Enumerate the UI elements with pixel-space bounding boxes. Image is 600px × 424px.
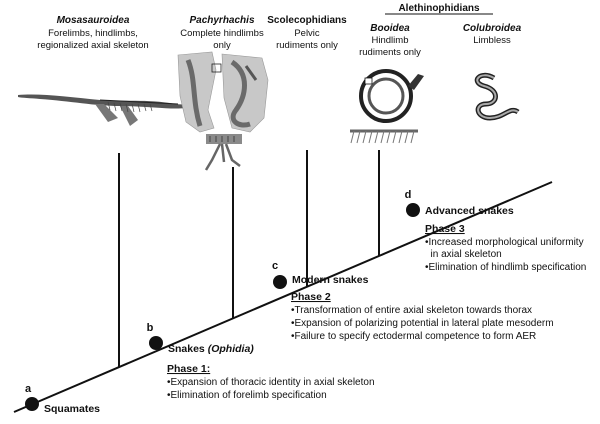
- taxon-name-mosasauroidea: Mosasauroidea: [57, 15, 130, 26]
- colubroidea-snake-illustration: [474, 72, 520, 121]
- pachyrhachis-fossil-illustration: [177, 51, 269, 171]
- group-label-alethinophidians: Alethinophidians: [398, 3, 480, 14]
- taxon-desc-mosasauroidea-2: regionalized axial skeleton: [37, 40, 148, 51]
- node-a-letter: a: [25, 383, 32, 395]
- phase-3-title: Phase 3: [425, 223, 465, 235]
- mosasaur-skeleton-illustration: [18, 94, 186, 126]
- phase-2-item: •Expansion of polarizing potential in la…: [291, 318, 554, 329]
- main-trunk-line: [13, 181, 553, 413]
- node-b-name: Snakes (Ophidia): [168, 343, 254, 355]
- node-a-dot: [25, 397, 39, 411]
- phase-3-item: in axial skeleton: [425, 249, 502, 260]
- taxon-desc-booidea-2: rudiments only: [359, 47, 421, 58]
- node-c-name: Modern snakes: [292, 274, 369, 286]
- node-b-name-main: Snakes: [168, 343, 205, 355]
- taxon-desc-scolecophidians-2: rudiments only: [276, 40, 338, 51]
- node-d-dot: [406, 203, 420, 217]
- node-c-letter: c: [272, 260, 278, 272]
- phase-1-item: •Expansion of thoracic identity in axial…: [167, 377, 375, 388]
- phase-1-item: •Elimination of forelimb specification: [167, 390, 327, 401]
- phase-2-item: •Failure to specify ectodermal competenc…: [291, 331, 536, 342]
- node-a-name: Squamates: [44, 403, 100, 415]
- node-b-name-extra: (Ophidia): [208, 343, 255, 355]
- taxon-desc-pachyrhachis-2: only: [213, 40, 231, 51]
- taxon-desc-mosasauroidea-1: Forelimbs, hindlimbs,: [48, 28, 138, 39]
- taxon-name-colubroidea: Colubroidea: [463, 23, 522, 34]
- taxon-desc-booidea-1: Hindlimb: [372, 35, 409, 46]
- taxon-desc-scolecophidians-1: Pelvic: [294, 28, 320, 39]
- phase-2-title: Phase 2: [291, 291, 331, 303]
- phase-3-item: •Elimination of hindlimb specification: [425, 262, 586, 273]
- node-c-dot: [273, 275, 287, 289]
- phase-3-block: Phase 3 •Increased morphological uniform…: [425, 223, 586, 273]
- node-b-letter: b: [147, 322, 154, 334]
- taxon-name-pachyrhachis: Pachyrhachis: [189, 15, 254, 26]
- booidea-snake-illustration: [350, 69, 424, 144]
- phase-2-block: Phase 2 •Transformation of entire axial …: [291, 291, 554, 342]
- phase-2-item: •Transformation of entire axial skeleton…: [291, 305, 532, 316]
- phase-1-title: Phase 1:: [167, 363, 210, 375]
- node-b-dot: [149, 336, 163, 350]
- phase-1-block: Phase 1: •Expansion of thoracic identity…: [167, 363, 375, 401]
- taxon-name-scolecophidians: Scolecophidians: [267, 15, 347, 26]
- taxon-desc-pachyrhachis-1: Complete hindlimbs: [180, 28, 264, 39]
- taxon-desc-colubroidea-1: Limbless: [473, 35, 511, 46]
- node-d-name: Advanced snakes: [425, 205, 514, 217]
- taxon-name-booidea: Booidea: [370, 23, 410, 34]
- phase-3-item: •Increased morphological uniformity: [425, 237, 584, 248]
- node-d-letter: d: [405, 189, 412, 201]
